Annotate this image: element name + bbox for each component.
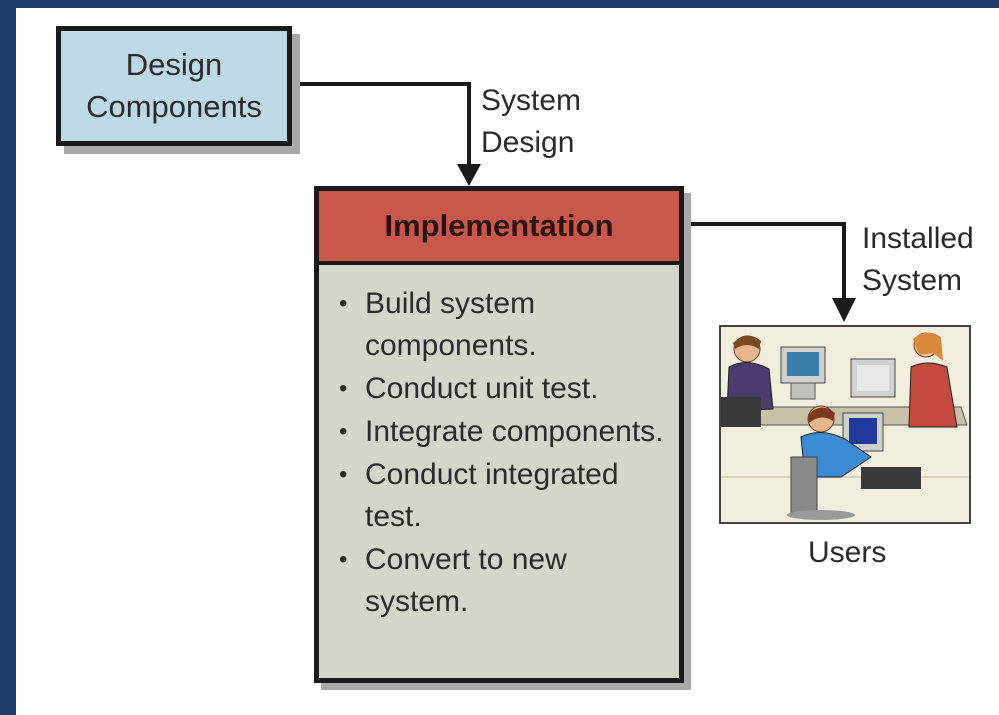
implementation-task-list: • Build system components. • Conduct unit … (339, 283, 671, 624)
design-to-implementation-arrow (292, 82, 471, 168)
monitor-screen-icon (857, 365, 889, 391)
person-hair-icon (808, 407, 835, 423)
task-text: Convert to new system. (365, 543, 567, 618)
task-item: • Conduct unit test. (339, 368, 671, 410)
design-components-line1: Design (125, 47, 223, 82)
design-components-line2: Components (86, 89, 262, 124)
bullet: • (339, 546, 348, 573)
design-arrowhead (457, 164, 481, 186)
installed-system-line2: System (862, 264, 963, 297)
task-text: Integrate components. (365, 415, 664, 448)
installed-system-line1: Installed (862, 222, 974, 255)
design-components-box: Design Components (56, 26, 292, 146)
monitor-base-icon (790, 382, 816, 400)
task-text: Conduct unit test. (365, 372, 599, 405)
system-design-line2: Design (481, 126, 575, 159)
implementation-to-users-arrow (684, 222, 846, 300)
users-label: Users (808, 536, 887, 569)
bullet: • (339, 290, 348, 317)
bullet: • (339, 461, 348, 488)
chair-base-icon (787, 510, 855, 520)
desk-dark-icon (861, 467, 921, 489)
monitor-screen-icon (849, 418, 877, 444)
slide-canvas: Design Components System Design Implemen… (16, 8, 999, 715)
installed-system-label: Installed System (862, 218, 974, 302)
person-hair-icon (913, 332, 943, 361)
implementation-box: Implementation • Build system components.… (314, 186, 684, 683)
system-design-label: System Design (481, 80, 581, 164)
connector-arrows (292, 82, 856, 322)
users-illustration (719, 325, 971, 524)
task-item: • Build system components. (339, 283, 671, 367)
bullet: • (339, 418, 348, 445)
task-text: Conduct integrated test. (365, 458, 619, 533)
users-arrowhead (832, 298, 856, 322)
task-item: • Conduct integrated test. (339, 454, 671, 538)
task-item: • Convert to new system. (339, 539, 671, 623)
person-body-icon (800, 432, 872, 478)
chair-icon (790, 456, 818, 518)
person-body-icon (908, 362, 958, 428)
system-design-line1: System (481, 84, 582, 117)
chair-icon (721, 397, 761, 427)
bullet: • (339, 375, 348, 402)
monitor-screen-icon (787, 352, 819, 376)
computer-users-clipart (721, 332, 969, 520)
task-text: Build system components. (365, 287, 537, 362)
implementation-title: Implementation (319, 191, 679, 265)
person-hair-icon (733, 335, 761, 349)
task-item: • Integrate components. (339, 411, 671, 453)
